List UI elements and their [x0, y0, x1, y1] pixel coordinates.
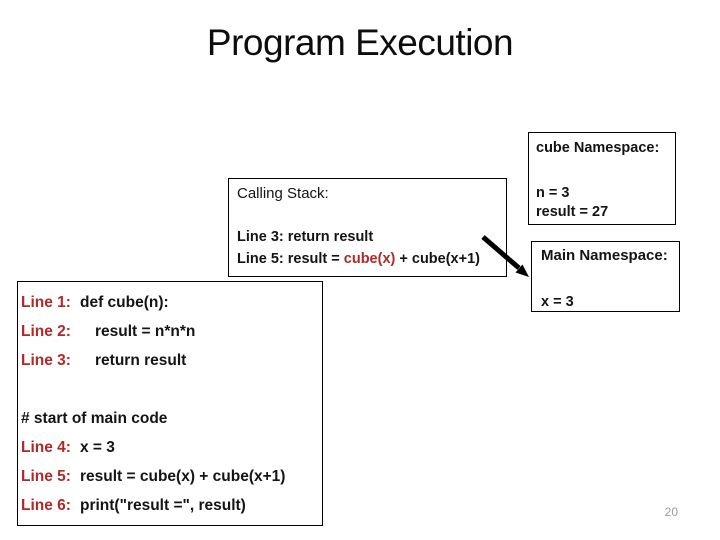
calling-stack-heading: Calling Stack:: [237, 185, 329, 202]
cube-namespace-entry-n: n = 3: [536, 185, 570, 201]
code-line-1-code: def cube(n):: [80, 294, 169, 311]
code-line-5-label: Line 5:: [21, 468, 71, 485]
main-namespace-entries: x = 3: [541, 293, 670, 312]
code-line-6-label: Line 6:: [21, 497, 71, 514]
code-line-3-code: return result: [95, 352, 187, 369]
stack-frame-line5-highlight: cube(x): [343, 251, 396, 267]
code-line-2: Line 2: result = n*n*n: [21, 317, 318, 346]
main-namespace-box: Main Namespace: x = 3: [531, 241, 680, 312]
calling-stack-box: Calling Stack: Line 3: return result Lin…: [228, 178, 507, 277]
code-comment-text: # start of main code: [21, 410, 168, 427]
page-title: Program Execution: [206, 22, 514, 63]
main-namespace-heading: Main Namespace:: [541, 247, 668, 264]
code-comment-line: # start of main code: [21, 404, 318, 433]
stack-frame-line3: Line 3: return result: [237, 229, 374, 245]
code-line-4-code: x = 3: [80, 439, 115, 456]
code-line-5: Line 5: result = cube(x) + cube(x+1): [21, 462, 318, 491]
stack-frame-line5-prefix: Line 5: result =: [237, 251, 344, 267]
stack-to-main-arrow: [481, 235, 529, 277]
code-line-3-label: Line 3:: [21, 352, 71, 369]
code-line-3: Line 3: return result: [21, 346, 318, 375]
cube-namespace-entries: n = 3 result = 27: [536, 184, 668, 222]
code-line-2-code: result = n*n*n: [95, 323, 196, 340]
main-namespace-entry-x: x = 3: [541, 294, 574, 310]
code-line-6-code: print("result =", result): [80, 497, 246, 514]
code-line-6: Line 6: print("result =", result): [21, 491, 318, 520]
cube-namespace-entry-result: result = 27: [536, 204, 609, 220]
page-number: 20: [664, 505, 678, 519]
stack-frame-line5-suffix: + cube(x+1): [395, 251, 480, 267]
calling-stack-frames: Line 3: return result Line 5: result = c…: [237, 226, 498, 270]
code-line-5-code: result = cube(x) + cube(x+1): [80, 468, 286, 485]
code-line-1: Line 1: def cube(n):: [21, 288, 318, 317]
code-line-1-label: Line 1:: [21, 294, 71, 311]
code-line-2-label: Line 2:: [21, 323, 71, 340]
code-listing-box: Line 1: def cube(n): Line 2: result = n*n*…: [17, 281, 323, 526]
stack-frame-line5: Line 5: result = cube(x) + cube(x+1): [237, 248, 498, 270]
code-line-4-label: Line 4:: [21, 439, 71, 456]
cube-namespace-box: cube Namespace: n = 3 result = 27: [528, 132, 676, 225]
code-blank-line: [21, 375, 318, 404]
cube-namespace-heading: cube Namespace:: [536, 140, 660, 156]
code-line-4: Line 4: x = 3: [21, 433, 318, 462]
